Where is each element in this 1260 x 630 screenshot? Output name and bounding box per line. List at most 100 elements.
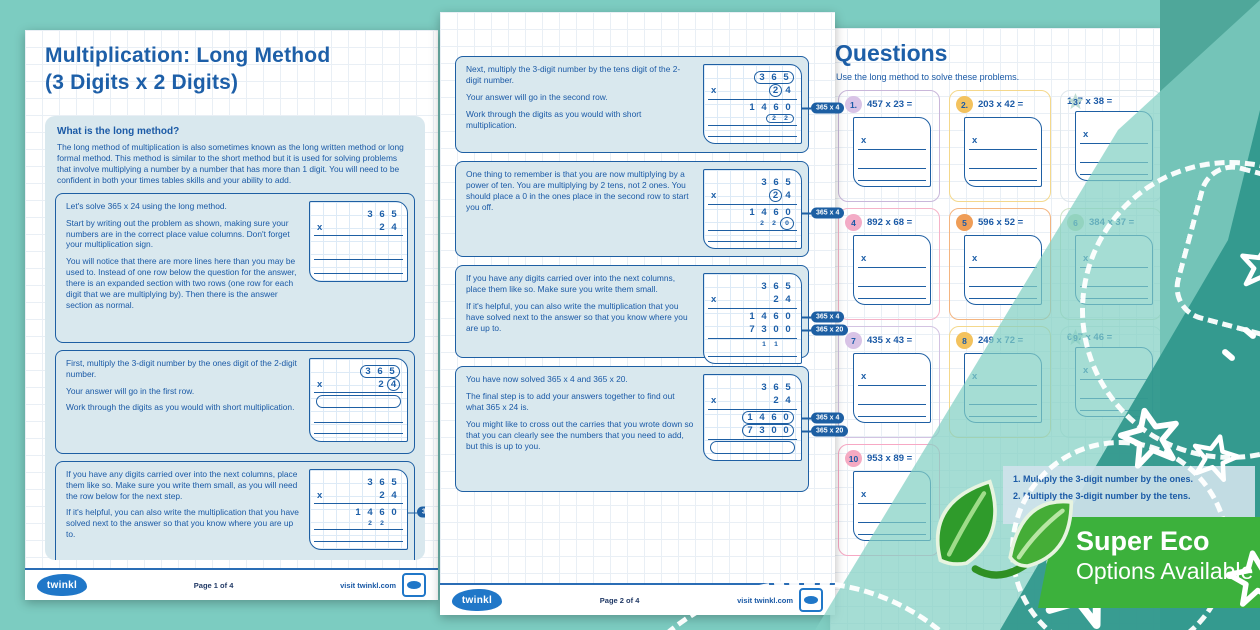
digit: 1 bbox=[762, 341, 766, 348]
section-paragraph: The final step is to add your answers to… bbox=[466, 390, 675, 412]
worksheet-page-2: Next, multiply the 3-digit number by the… bbox=[440, 12, 849, 615]
blank-row bbox=[854, 122, 930, 134]
page-number: Page 2 of 4 bbox=[599, 595, 640, 605]
digit: 0 bbox=[785, 324, 791, 335]
rule-line bbox=[314, 235, 403, 237]
section-paragraph: Next, multiply the 3-digit number by the… bbox=[466, 64, 681, 85]
multiply-sign: x bbox=[972, 371, 978, 382]
digit-row: x bbox=[965, 252, 1041, 265]
calc-box: x bbox=[853, 235, 931, 305]
calc-step-badge: 365 x 4 bbox=[406, 506, 425, 518]
rule-line bbox=[969, 415, 1037, 417]
calc-step-badge: 365 x 4 bbox=[800, 311, 845, 322]
section-paragraph: If you have any digits carried over into… bbox=[466, 273, 676, 294]
section-paragraph: Start by writing out the problem as show… bbox=[66, 217, 290, 250]
digit-row: x bbox=[854, 370, 930, 383]
digit: 6 bbox=[773, 281, 779, 292]
blank-row bbox=[965, 406, 1041, 414]
blank-row bbox=[310, 532, 407, 540]
section-paragraph: If you have any digits carried over into… bbox=[66, 468, 298, 501]
blank-row bbox=[854, 358, 930, 370]
rule-line bbox=[708, 438, 797, 440]
multiply-sign: x bbox=[861, 371, 867, 382]
digit-row: x bbox=[965, 370, 1041, 383]
blank-row bbox=[965, 358, 1041, 370]
question-label: 596 x 52 = bbox=[978, 217, 1024, 228]
explanation-section: You have now solved 365 x 4 and 365 x 20… bbox=[455, 366, 849, 492]
digit: 5 bbox=[785, 177, 791, 188]
rule-line bbox=[969, 297, 1037, 299]
intro-panel: What is the long method? The long method… bbox=[45, 116, 425, 560]
digit-row: x bbox=[854, 488, 930, 501]
rule-line bbox=[314, 541, 403, 543]
question-number-badge: 8 bbox=[956, 332, 973, 349]
digit: 4 bbox=[761, 207, 767, 218]
questions-subtitle: Use the long method to solve these probl… bbox=[836, 72, 1020, 82]
digit: 4 bbox=[785, 190, 791, 201]
digit: 1 bbox=[355, 506, 361, 518]
rule-line bbox=[858, 266, 926, 268]
rule-line bbox=[708, 240, 797, 242]
section-paragraph: If it's helpful, you can also write the … bbox=[66, 507, 299, 540]
blank-row bbox=[704, 232, 801, 239]
question-card: 2.203 x 42 =x bbox=[949, 90, 1051, 202]
digit: 3 bbox=[761, 382, 767, 393]
digit: 2 bbox=[378, 378, 384, 390]
digit: 4 bbox=[761, 102, 767, 113]
page1-sections: Let's solve 365 x 24 using the long meth… bbox=[55, 192, 425, 560]
rule-line bbox=[858, 502, 926, 504]
multiply-sign: x bbox=[711, 395, 717, 406]
page-title: Multiplication: Long Method (3 Digits x … bbox=[45, 43, 330, 97]
blank-row bbox=[854, 288, 930, 296]
calc-step-badge: 365 x 4 bbox=[800, 102, 845, 113]
digit: 5 bbox=[391, 476, 397, 488]
digit: 0 bbox=[771, 425, 777, 436]
blank-row bbox=[854, 505, 930, 520]
blank-row bbox=[704, 127, 801, 134]
blank-row bbox=[310, 409, 407, 421]
digit: 5 bbox=[785, 281, 791, 292]
digit: 3 bbox=[761, 324, 767, 335]
question-number-badge: 5 bbox=[956, 214, 973, 231]
star-icon bbox=[1117, 407, 1179, 469]
digit: 6 bbox=[377, 365, 383, 377]
rule-line bbox=[708, 124, 797, 126]
visit-link[interactable]: visit twinkl.com bbox=[340, 580, 396, 590]
digit: 6 bbox=[379, 208, 385, 220]
digit: 2 bbox=[760, 220, 764, 227]
digit: 2 bbox=[784, 115, 788, 122]
multiply-sign: x bbox=[711, 294, 717, 305]
blank-row bbox=[310, 425, 407, 432]
twinkl-logo: twinkl bbox=[37, 574, 87, 596]
rule-line bbox=[858, 167, 926, 169]
digit: 4 bbox=[367, 506, 373, 518]
rule-line bbox=[314, 503, 403, 505]
digit: 5 bbox=[785, 382, 791, 393]
question-header: 2.203 x 42 = bbox=[956, 96, 1044, 113]
blank-row bbox=[965, 170, 1041, 178]
digit: 3 bbox=[761, 177, 767, 188]
digit: 3 bbox=[759, 425, 765, 436]
twinkl-logo: twinkl bbox=[452, 589, 502, 611]
worksheet-page-1: Multiplication: Long Method (3 Digits x … bbox=[25, 30, 438, 600]
section-paragraph: You will notice that there are more line… bbox=[66, 256, 297, 311]
digit: 4 bbox=[761, 311, 767, 322]
leaf-icon bbox=[935, 479, 1074, 579]
